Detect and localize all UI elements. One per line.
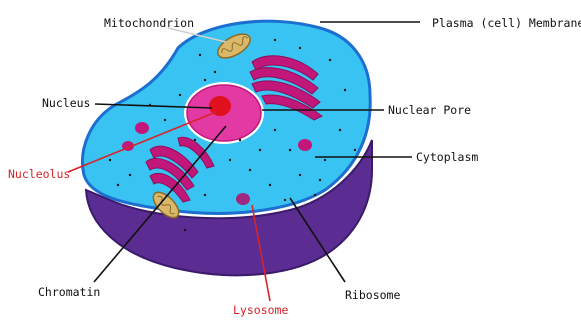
label-nucleus: Nucleus xyxy=(42,96,90,110)
label-ribosome: Ribosome xyxy=(345,288,400,302)
label-cytoplasm: Cytoplasm xyxy=(416,150,478,164)
label-nucleolus: Nucleolus xyxy=(8,167,70,181)
label-lysosome: Lysosome xyxy=(233,303,288,317)
vesicle-right xyxy=(298,139,312,151)
label-chromatin: Chromatin xyxy=(38,285,100,299)
vesicle-left xyxy=(135,122,149,134)
label-plasma-membrane: Plasma (cell) Membrane xyxy=(432,16,581,30)
label-mitochondrion: Mitochondrion xyxy=(104,16,194,30)
lysosome-body xyxy=(236,193,250,205)
label-nuclear-pore: Nuclear Pore xyxy=(388,103,471,117)
